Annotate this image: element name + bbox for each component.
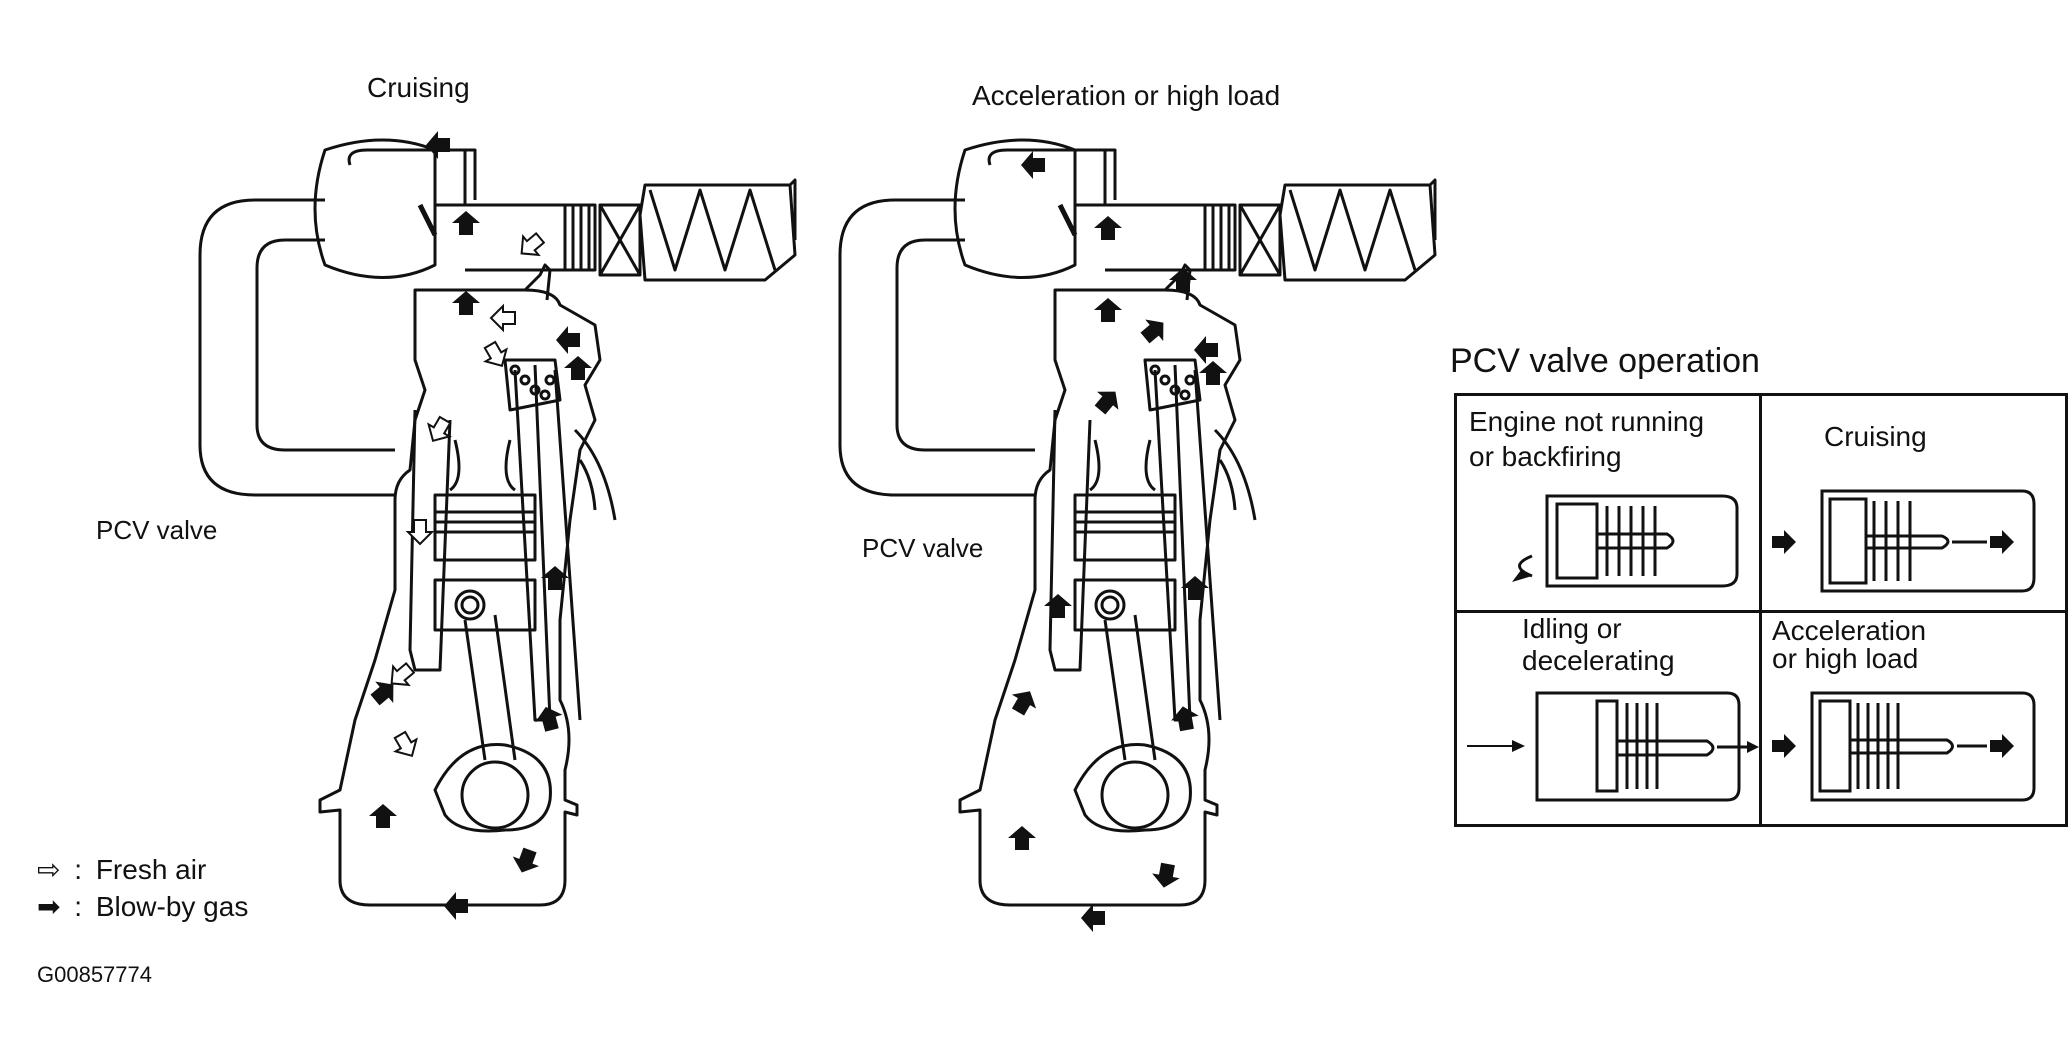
legend-label: Blow-by gas xyxy=(95,891,249,922)
cell-acceleration-or-high-load: Acceleration or high load xyxy=(1762,613,2066,827)
acceleration-title: Acceleration or high load xyxy=(972,80,1281,111)
cell-caption: or high load xyxy=(1772,643,1919,674)
cell-caption: Acceleration xyxy=(1772,615,1927,646)
hollow-arrow-icon: ⇨ xyxy=(37,854,61,885)
cruising-title: Cruising xyxy=(367,72,470,103)
pcv-operation-panel: Engine not running or backfiring Cruisin… xyxy=(1454,393,2068,827)
cell-caption: decelerating xyxy=(1522,645,1675,676)
legend-fresh-air: ⇨ : Fresh air xyxy=(37,853,206,886)
pcv-valve-label-right: PCV valve xyxy=(862,533,984,563)
panel-divider-horizontal xyxy=(1457,610,2065,613)
figure-id: G00857774 xyxy=(37,962,152,987)
cell-caption: or backfiring xyxy=(1469,441,1622,472)
legend-label: Fresh air xyxy=(95,854,207,885)
pcv-valve-label-left: PCV valve xyxy=(96,515,218,545)
valve-partly-open-icon xyxy=(1772,489,2036,593)
solid-arrow-icon: ➡ xyxy=(37,891,61,922)
cell-cruising: Cruising xyxy=(1762,396,2066,610)
valve-closed-icon xyxy=(1512,494,1739,588)
valve-idle-icon xyxy=(1467,691,1759,802)
valve-wide-open-icon xyxy=(1772,691,2036,802)
cell-idling-or-decelerating: Idling or decelerating xyxy=(1457,613,1761,827)
legend-separator: : xyxy=(74,854,83,885)
cell-engine-not-running: Engine not running or backfiring xyxy=(1457,396,1761,610)
legend-separator: : xyxy=(74,891,83,922)
cell-caption: Idling or xyxy=(1522,613,1622,644)
cell-caption: Cruising xyxy=(1824,421,1927,452)
cruising-engine xyxy=(200,131,795,920)
cell-caption: Engine not running xyxy=(1469,406,1705,437)
legend-blow-by-gas: ➡ : Blow-by gas xyxy=(37,890,248,923)
pcv-operation-title: PCV valve operation xyxy=(1450,342,1760,380)
